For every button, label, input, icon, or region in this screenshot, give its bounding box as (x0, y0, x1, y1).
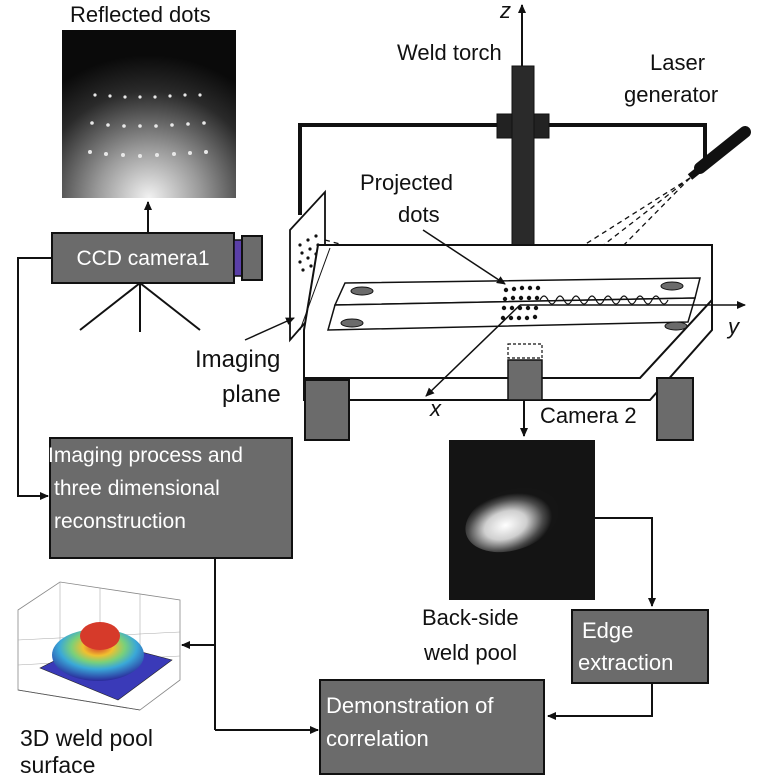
arrow-edge-to-demo (547, 683, 653, 720)
laser-label-line1: Laser (650, 50, 705, 75)
backside-label-line1: Back-side (422, 605, 519, 630)
table-leg-left (304, 379, 350, 441)
x-axis-label: x (429, 396, 442, 421)
imaging-plane-label-line1: Imaging (195, 346, 280, 373)
torch-frame-left (298, 123, 500, 215)
edge-label-line1: Edge (582, 618, 633, 643)
3d-surface-plot (17, 581, 181, 711)
projected-label-line2: dots (398, 202, 440, 227)
weld-torch-icon (511, 65, 535, 257)
projected-dots-pointer (422, 229, 506, 285)
reflected-dots-image (62, 30, 236, 198)
plate-holes (340, 281, 688, 331)
laser-label-line2: generator (624, 82, 718, 107)
laser-generator-icon (687, 126, 751, 180)
demo-label-line2: correlation (326, 726, 429, 751)
ccd-lens-accent (233, 239, 243, 277)
3d-pool-label-line2: surface (20, 752, 95, 777)
process-label-line2: three dimensional (54, 477, 220, 500)
imaging-plane-pointer (244, 317, 295, 341)
process-label-line3: reconstruction (54, 510, 186, 533)
projected-dot-grid (500, 285, 541, 321)
edge-label-line2: extraction (578, 650, 673, 675)
worktable-left-edge (299, 247, 331, 331)
torch-frame-right (548, 123, 707, 160)
ccd-camera-label: CCD camera1 (76, 247, 209, 270)
line-ccd-to-process (17, 257, 52, 500)
imaging-plane-label-line2: plane (222, 381, 281, 408)
camera2-icon (507, 343, 543, 401)
3d-pool-label-line1: 3D weld pool (20, 725, 153, 751)
backside-label-line2: weld pool (423, 640, 517, 665)
tripod-icon (79, 282, 201, 332)
demo-label-line1: Demonstration of (326, 693, 494, 718)
imaging-process-box (49, 437, 293, 559)
line-pool-to-edge (595, 517, 656, 607)
ccd-camera-box (51, 232, 235, 284)
edge-extraction-box (571, 609, 709, 684)
reflected-dot-pattern (88, 93, 208, 158)
backside-pool-glow (465, 487, 559, 553)
y-axis-label: y (726, 314, 741, 339)
reflected-dots-label: Reflected dots (70, 2, 211, 27)
ccd-lens-icon (241, 235, 263, 281)
x-axis-line (425, 304, 521, 397)
process-label-line1: Imaging process and (48, 444, 243, 467)
projected-label-line1: Projected (360, 170, 453, 195)
weld-bead (539, 295, 669, 305)
z-axis-label: z (499, 0, 511, 23)
table-leg-right (656, 377, 694, 441)
weld-torch-label: Weld torch (397, 40, 502, 65)
demonstration-box (319, 679, 545, 775)
camera2-label: Camera 2 (540, 403, 637, 428)
